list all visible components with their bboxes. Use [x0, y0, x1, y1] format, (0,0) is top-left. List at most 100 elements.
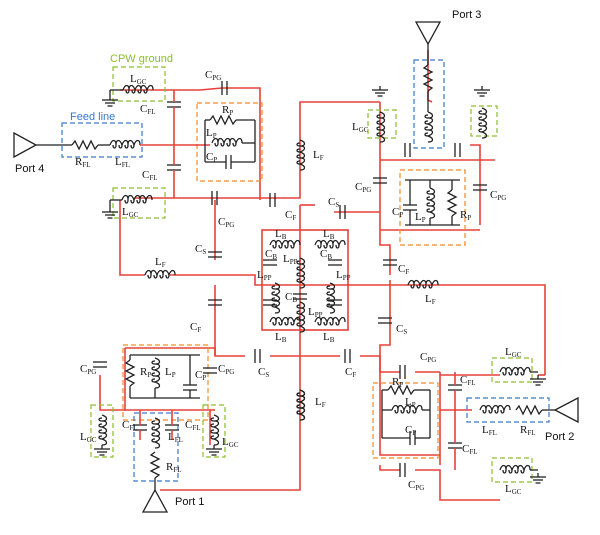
label-CPG-8: CPG — [408, 479, 424, 492]
port1-label: Port 1 — [175, 496, 204, 508]
label-CPG-2: CPG — [218, 216, 234, 229]
svg-text:LGC: LGC — [352, 121, 369, 134]
label-LGC-3: LGC — [352, 121, 369, 134]
label-LGC-2: LGC — [122, 206, 139, 219]
label-LPP-2: LPP — [257, 269, 272, 282]
label-CB-2: CB — [320, 248, 332, 261]
svg-text:LFL: LFL — [168, 431, 183, 444]
svg-text:CFL: CFL — [122, 419, 138, 432]
label-CP-3: CP — [195, 369, 206, 382]
label-CF-1: CF — [285, 209, 296, 222]
label-LF-1: LF — [313, 149, 324, 162]
svg-text:RFL: RFL — [166, 461, 182, 474]
svg-text:CPG: CPG — [218, 216, 234, 229]
label-LB-2: LB — [323, 228, 335, 241]
label-CFL-1: CFL — [140, 103, 156, 116]
svg-text:CF: CF — [190, 321, 201, 334]
cpw-ground-box-port1-right — [202, 404, 226, 458]
svg-text:RP: RP — [140, 366, 151, 379]
svg-text:LGC: LGC — [122, 206, 139, 219]
label-CF-2: CF — [398, 263, 409, 276]
label-CPG-3: CPG — [355, 181, 371, 194]
ports — [13, 21, 579, 513]
port2-label: Port 2 — [545, 431, 574, 443]
svg-text:CB: CB — [265, 248, 277, 261]
svg-text:CF: CF — [285, 209, 296, 222]
svg-text:LPP: LPP — [336, 269, 351, 282]
parallel-rlc-box-top-left — [196, 102, 263, 182]
label-LF-3: LF — [425, 293, 436, 306]
parallel-rlc-box-bottom-left — [122, 344, 209, 421]
svg-text:RP: RP — [460, 209, 471, 222]
svg-text:CP: CP — [195, 369, 206, 382]
svg-text:LGC: LGC — [222, 436, 239, 449]
svg-text:CPG: CPG — [205, 69, 221, 82]
label-CB-1: CB — [265, 248, 277, 261]
label-CPG-6: CPG — [218, 363, 234, 376]
svg-text:CB: CB — [285, 291, 297, 304]
svg-text:CP: CP — [392, 206, 403, 219]
label-CF-3: CF — [190, 321, 201, 334]
port3-label: Port 3 — [452, 9, 481, 21]
svg-text:LP: LP — [405, 396, 416, 409]
parallel-rlc-box-top-right — [399, 169, 466, 246]
svg-text:RFL: RFL — [75, 156, 91, 169]
cpw-ground-box-port3-right — [470, 105, 498, 137]
label-CPG-5: CPG — [80, 363, 96, 376]
label-LB-3: LB — [275, 331, 287, 344]
label-LPP-3: LPP — [336, 269, 351, 282]
svg-text:LF: LF — [313, 149, 324, 162]
cpw-ground-box-port2-top — [491, 357, 533, 383]
svg-text:CPG: CPG — [490, 189, 506, 202]
svg-text:LB: LB — [275, 228, 287, 241]
label-LPP-4: LPP — [308, 306, 323, 319]
labels: CPW ground Feed line Port 4 Port 3 Port … — [15, 9, 574, 508]
label-LB-1: LB — [275, 228, 287, 241]
svg-text:CS: CS — [258, 366, 269, 379]
svg-text:CF: CF — [398, 263, 409, 276]
cpw-ground-box-top — [112, 66, 166, 102]
label-LGC-1: LGC — [130, 73, 147, 86]
label-CPG-4: CPG — [490, 189, 506, 202]
label-LPP-1: LPP — [283, 253, 298, 266]
svg-text:LF: LF — [315, 396, 326, 409]
cpw-ground-box-port3-left — [367, 109, 397, 139]
label-LFL-1: LFL — [115, 156, 130, 169]
port3-triangle — [414, 21, 442, 46]
svg-text:CP: CP — [405, 424, 416, 437]
svg-text:LGC: LGC — [505, 483, 522, 496]
svg-text:RP: RP — [222, 104, 233, 117]
cpw-ground-box-left — [112, 187, 166, 219]
label-CS-3: CS — [396, 323, 407, 336]
svg-text:CFL: CFL — [142, 169, 158, 182]
label-CS-2: CS — [195, 243, 206, 256]
label-CFL-3: CFL — [122, 419, 138, 432]
label-LF-2: LF — [155, 256, 166, 269]
svg-text:LGC: LGC — [80, 431, 97, 444]
svg-text:CFL: CFL — [185, 419, 201, 432]
feed-line-box-port3 — [413, 59, 445, 149]
label-LGC-4: LGC — [80, 431, 97, 444]
svg-text:CFL: CFL — [460, 374, 476, 387]
label-CF-4: CF — [345, 366, 356, 379]
label-RP-3: RP — [140, 366, 151, 379]
label-LFL-3: LFL — [482, 424, 497, 437]
svg-text:CB: CB — [320, 248, 332, 261]
svg-text:LFL: LFL — [115, 156, 130, 169]
label-RP-2: RP — [460, 209, 471, 222]
port4-label: Port 4 — [15, 163, 44, 175]
svg-text:LP: LP — [165, 366, 176, 379]
label-CPG-1: CPG — [205, 69, 221, 82]
port2-triangle — [553, 396, 579, 424]
label-LP-3: LP — [165, 366, 176, 379]
svg-text:RP: RP — [392, 376, 403, 389]
svg-text:LPP: LPP — [308, 306, 323, 319]
feed-line-label: Feed line — [70, 111, 115, 123]
svg-text:LFL: LFL — [482, 424, 497, 437]
label-LP-4: LP — [405, 396, 416, 409]
label-LGC-6: LGC — [505, 346, 522, 359]
label-LF-4: LF — [315, 396, 326, 409]
svg-text:LB: LB — [323, 228, 335, 241]
svg-text:CS: CS — [328, 196, 339, 209]
svg-text:LGC: LGC — [130, 73, 147, 86]
